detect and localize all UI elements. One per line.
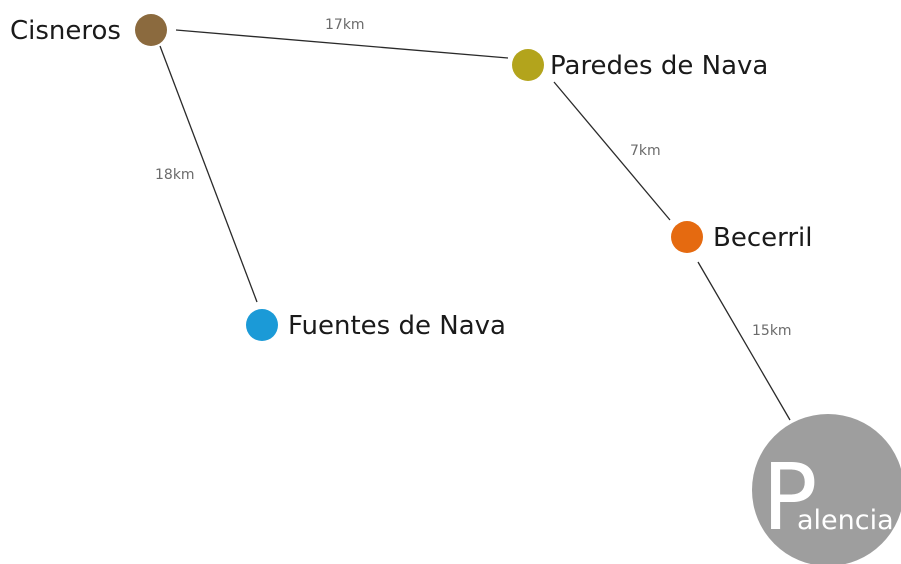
distance-label-paredes-becerril: 7km (630, 143, 661, 159)
town-marker-cisneros (135, 14, 167, 46)
town-label-cisneros: Cisneros (10, 16, 121, 46)
palencia-logo-circle (752, 414, 901, 564)
palencia-logo-rest: alencia (797, 505, 894, 536)
town-label-fuentes: Fuentes de Nava (288, 311, 506, 341)
road-paredes-becerril (553, 81, 671, 221)
town-marker-becerril (671, 221, 703, 253)
distance-label-becerril-palencia: 15km (752, 323, 792, 339)
town-label-paredes: Paredes de Nava (550, 51, 768, 81)
distance-label-cisneros-fuentes: 18km (155, 167, 195, 183)
road-becerril-palencia (697, 261, 791, 421)
road-cisneros-paredes (175, 29, 509, 59)
town-marker-fuentes (246, 309, 278, 341)
town-marker-paredes (512, 49, 544, 81)
distance-label-cisneros-paredes: 17km (325, 17, 365, 33)
palencia-logo-initial: P (762, 444, 817, 551)
road-cisneros-fuentes (159, 45, 258, 303)
town-label-becerril: Becerril (713, 223, 813, 253)
palencia-logo: P alencia (752, 414, 901, 564)
